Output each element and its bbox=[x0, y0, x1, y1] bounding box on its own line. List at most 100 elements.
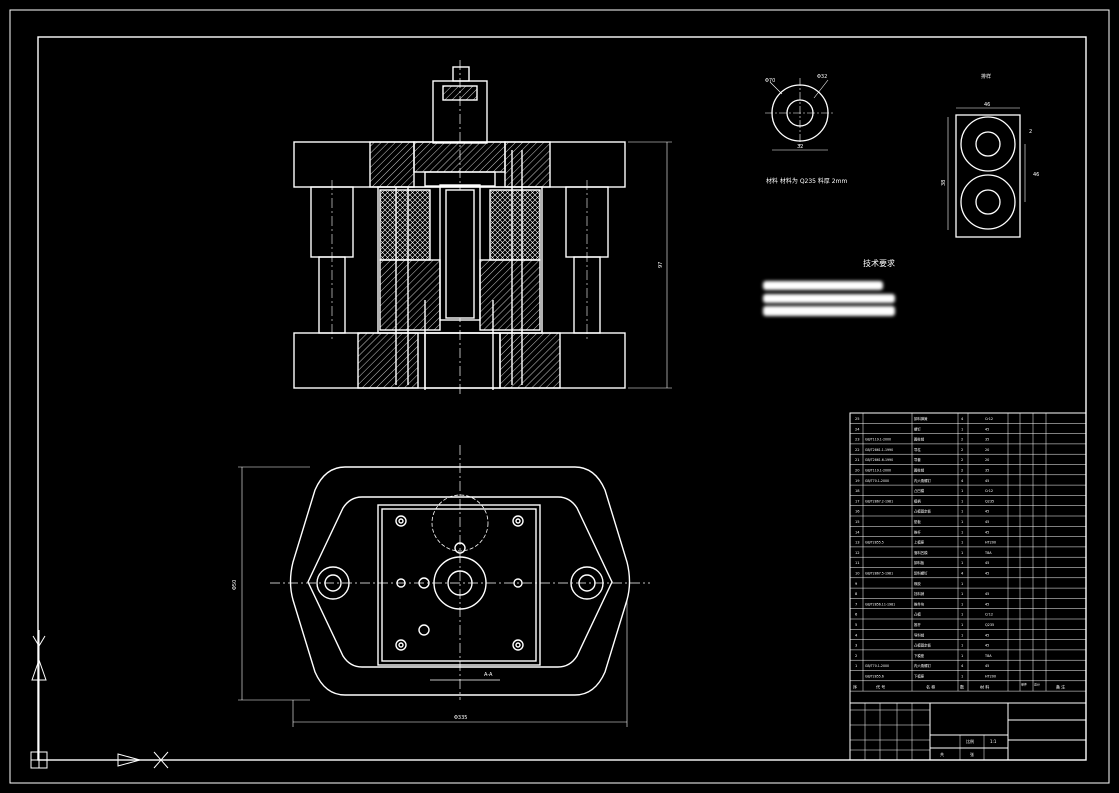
bom-cell-material: 45 bbox=[985, 530, 989, 534]
bom-header-std: 代 号 bbox=[876, 683, 885, 689]
bom-cell-qty: 1 bbox=[961, 613, 963, 617]
bom-cell-name: 凸模固定板 bbox=[914, 643, 932, 648]
bom-cell-qty: 1 bbox=[961, 623, 963, 627]
bom-cell-no: 4 bbox=[855, 633, 858, 637]
bom-cell-std: GB/T2856.11-1981 bbox=[865, 602, 895, 606]
bom-cell-no: 17 bbox=[855, 499, 860, 503]
bom-cell-no: 15 bbox=[855, 520, 860, 524]
bom-cell-no: 8 bbox=[855, 592, 858, 596]
bom-cell-qty: 1 bbox=[961, 541, 963, 545]
bom-cell-material: 45 bbox=[985, 602, 989, 606]
bom-cell-name: 导料销 bbox=[914, 632, 925, 637]
bom-cell-std: GB/T119.1-2000 bbox=[865, 469, 891, 473]
title-count-label: 张 bbox=[970, 751, 974, 757]
section-label: A-A bbox=[484, 672, 493, 678]
bom-cell-no: 5 bbox=[855, 623, 857, 627]
bom-cell-no: 16 bbox=[855, 510, 860, 514]
bom-cell-qty: 1 bbox=[961, 675, 963, 679]
bom-cell-name: 挡料销 bbox=[914, 591, 925, 596]
bom-cell-qty: 1 bbox=[961, 427, 963, 431]
bom-cell-name: 垫板 bbox=[914, 519, 921, 524]
bom-cell-no: 23 bbox=[855, 438, 860, 442]
dim-part-bottom: 32 bbox=[797, 144, 803, 150]
bom-cell-material: 45 bbox=[985, 572, 989, 576]
bom-cell-qty: 4 bbox=[961, 417, 964, 421]
bom-cell-qty: 1 bbox=[961, 510, 963, 514]
bom-cell-name: 内六角螺钉 bbox=[914, 663, 932, 668]
bom-cell-material: T8A bbox=[984, 654, 992, 658]
dim-plan-depth: Φ50 bbox=[232, 580, 238, 590]
bom-cell-qty: 1 bbox=[961, 551, 963, 555]
bom-cell-name: 圆柱销 bbox=[914, 468, 925, 473]
bom-cell-name: 卸料板 bbox=[914, 560, 925, 565]
bom-cell-material: HT200 bbox=[985, 675, 996, 679]
bom-cell-no: 14 bbox=[855, 530, 860, 534]
front-section-view bbox=[293, 60, 672, 395]
bom-cell-name: 下模座 bbox=[914, 653, 925, 658]
bom-cell-std: GB/T2861.1-1990 bbox=[865, 448, 893, 452]
bom-cell-qty: 1 bbox=[961, 602, 963, 606]
bom-cell-qty: 2 bbox=[961, 458, 963, 462]
bom-cell-material: 45 bbox=[985, 592, 989, 596]
bom-cell-name: 凸凹模 bbox=[914, 488, 925, 493]
bom-header-remarks: 备 注 bbox=[1056, 683, 1065, 689]
part-view bbox=[765, 78, 835, 151]
bom-cell-material: 45 bbox=[985, 427, 989, 431]
bom-cell-qty: 1 bbox=[961, 592, 963, 596]
bom-cell-material: Cr12 bbox=[985, 489, 993, 493]
bom-cell-std: GB/T2855.5 bbox=[865, 541, 884, 545]
bom-cell-name: 导柱 bbox=[914, 447, 921, 452]
dim-part-outer: Φ70 bbox=[765, 78, 775, 84]
bom-cell-name: 橡胶 bbox=[914, 581, 921, 586]
bom-cell-no: 3 bbox=[855, 644, 857, 648]
bom-cell-qty: 1 bbox=[961, 633, 963, 637]
bom-cell-qty: 4 bbox=[961, 572, 964, 576]
bom-header-total: 总计 bbox=[1034, 681, 1040, 686]
bom-cell-qty: 2 bbox=[961, 438, 963, 442]
bom-cell-qty: 1 bbox=[961, 561, 963, 565]
bom-cell-name: 内六角螺钉 bbox=[914, 478, 932, 483]
bom-cell-name: 下模座 bbox=[914, 674, 925, 679]
bom-header-unit: 单件 bbox=[1021, 681, 1027, 686]
bom-cell-qty: 1 bbox=[961, 530, 963, 534]
bom-cell-no: 2 bbox=[855, 654, 857, 658]
bom-cell-std: GB/T2867.5-1981 bbox=[865, 572, 893, 576]
dim-strip-height: 38 bbox=[941, 180, 947, 186]
bom-cell-name: 圆柱销 bbox=[914, 437, 925, 442]
bom-cell-no: 1 bbox=[855, 664, 857, 668]
bom-cell-material: 20 bbox=[985, 458, 989, 462]
bom-cell-no: 9 bbox=[855, 582, 858, 586]
bom-cell-material: T8A bbox=[984, 551, 992, 555]
bom-cell-material: 35 bbox=[985, 469, 989, 473]
bom-cell-name: 落料凹模 bbox=[914, 550, 928, 555]
bom-cell-std: GB/T2855.6 bbox=[865, 675, 884, 679]
bom-header-material: 材 料 bbox=[980, 683, 989, 689]
bom-cell-qty: 4 bbox=[961, 664, 964, 668]
dim-strip-side: 2 bbox=[1029, 129, 1032, 135]
dim-part-inner: Φ32 bbox=[817, 74, 827, 80]
bom-cell-qty: 2 bbox=[961, 469, 963, 473]
bom-cell-material: Q235 bbox=[985, 499, 994, 503]
bom-cell-name: 推件块 bbox=[914, 601, 925, 606]
bom-header-qty: 数 bbox=[960, 683, 964, 689]
bom-cell-no: 18 bbox=[855, 489, 860, 493]
bom-cell-name: 推杆 bbox=[914, 529, 921, 534]
bom-header-no: 序 bbox=[853, 683, 857, 689]
title-scale-value: 1:1 bbox=[990, 739, 997, 744]
bom-cell-qty: 1 bbox=[961, 582, 963, 586]
bom-cell-name: 卸料弹簧 bbox=[914, 416, 928, 421]
tech-requirements-heading: 技术要求 bbox=[863, 258, 895, 268]
bom-cell-std: GB/T119.1-2000 bbox=[865, 438, 891, 442]
bom-cell-qty: 4 bbox=[961, 479, 964, 483]
dim-strip-pitch: 46 bbox=[1033, 172, 1039, 178]
bom-cell-material: Cr12 bbox=[985, 417, 993, 421]
part-material-note: 材料 材料为 Q235 料厚 2mm bbox=[766, 177, 847, 185]
dim-plan-width: Φ335 bbox=[454, 715, 467, 721]
bom-cell-name: 螺钉 bbox=[914, 426, 921, 431]
bom-cell-material: HT200 bbox=[985, 541, 996, 545]
bom-cell-name: 模柄 bbox=[914, 498, 921, 503]
bom-cell-material: 45 bbox=[985, 633, 989, 637]
bom-cell-material: 45 bbox=[985, 664, 989, 668]
